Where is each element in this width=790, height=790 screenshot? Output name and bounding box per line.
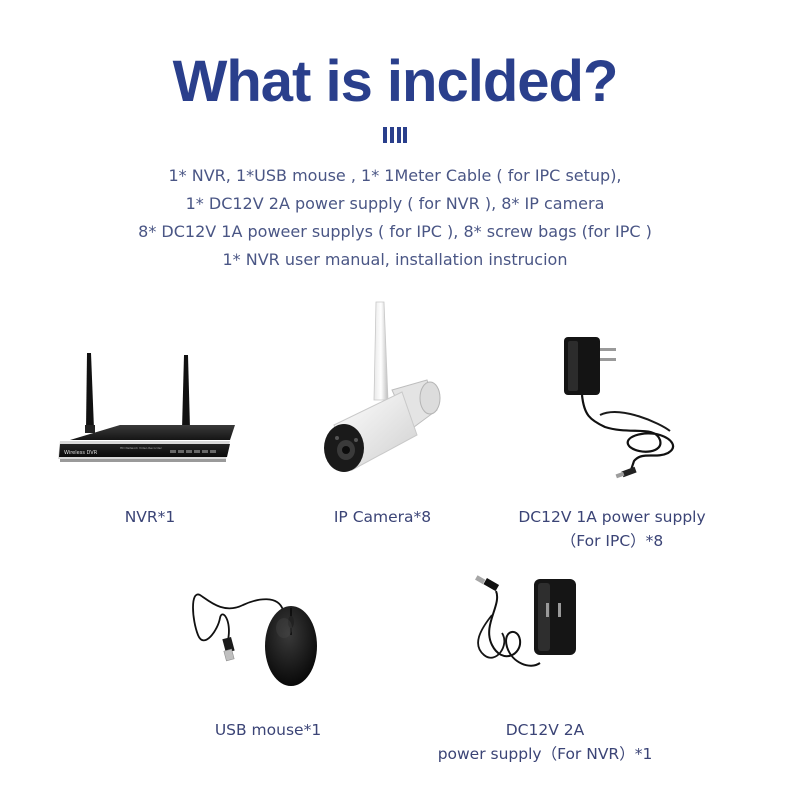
adapter-1a-image <box>564 337 675 479</box>
adapter-2a-label: DC12V 2A power supply（For NVR）*1 <box>410 718 680 766</box>
ip-camera-image <box>324 301 441 472</box>
adapter-1a-product <box>560 335 690 485</box>
nvr-brand-text: Wireless DVR <box>64 450 98 456</box>
description-line: 1* NVR user manual, installation instruc… <box>222 250 568 269</box>
description-line: 1* NVR, 1*USB mouse , 1* 1Meter Cable ( … <box>168 166 622 185</box>
nvr-product: Wireless DVR HD Network Video Recorder <box>50 345 240 485</box>
contents-description: 1* NVR, 1*USB mouse , 1* 1Meter Cable ( … <box>0 162 790 274</box>
ip-camera-label: IP Camera*8 <box>333 508 432 526</box>
adapter-2a-image <box>475 575 576 667</box>
adapter-2a-label-line2: power supply（For NVR）*1 <box>437 745 653 763</box>
adapter-1a-label-line2: （For IPC）*8 <box>560 532 664 550</box>
nvr-label: NVR*1 <box>124 508 176 526</box>
adapter-2a-product <box>462 575 587 690</box>
nvr-panel-text: HD Network Video Recorder <box>120 446 163 450</box>
adapter-1a-label: DC12V 1A power supply （For IPC）*8 <box>497 505 727 553</box>
title-decoration-bars <box>383 127 407 143</box>
adapter-2a-label-line1: DC12V 2A <box>505 721 585 739</box>
ip-camera-product <box>312 300 457 480</box>
nvr-image: Wireless DVR HD Network Video Recorder <box>58 353 235 462</box>
mouse-label: USB mouse*1 <box>214 721 322 739</box>
page-title: What is inclded? <box>172 49 619 114</box>
adapter-1a-label-line1: DC12V 1A power supply <box>518 508 706 526</box>
mouse-product <box>188 580 328 695</box>
description-line: 1* DC12V 2A power supply ( for NVR ), 8*… <box>185 194 605 213</box>
description-line: 8* DC12V 1A poweer supplys ( for IPC ), … <box>138 222 652 241</box>
mouse-image <box>192 593 317 686</box>
